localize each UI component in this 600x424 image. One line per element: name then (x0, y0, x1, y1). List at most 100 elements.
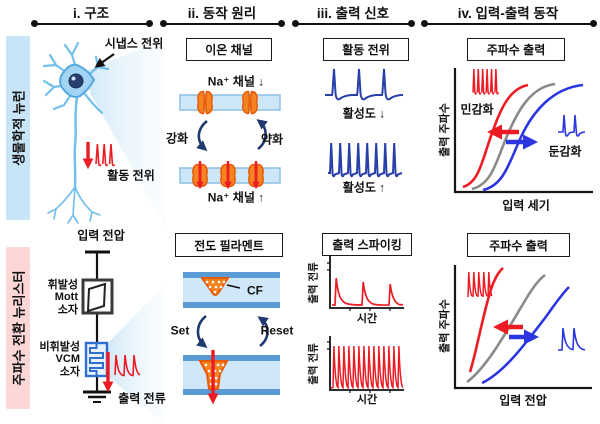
panel-bio-principle (179, 90, 281, 190)
graph-a-axes (327, 256, 404, 311)
graph-b-axes (327, 336, 404, 393)
freq-output-title-box-neuristor: 주파수 출력 (467, 233, 570, 257)
row-strip-neuristor (6, 247, 30, 409)
curve-gray (466, 273, 546, 384)
na-channel-up-label: Na⁺ 채널 ↑ (207, 190, 265, 205)
graph-b-xlabel: 시간 (356, 393, 378, 406)
panel-bio-io (453, 68, 593, 194)
header-line-1 (31, 20, 153, 28)
device-off-state (183, 272, 280, 308)
curve-blue (481, 286, 570, 385)
reset-arrow-icon (257, 316, 269, 348)
header-line-3 (292, 20, 415, 28)
nucleus-highlight (71, 76, 76, 81)
vcm-line-2: VCM (55, 353, 80, 366)
input-voltage-label: 입력 전압 (77, 228, 125, 243)
filament-title: 전도 필라멘트 (194, 238, 264, 253)
strengthen-arrow-icon (196, 119, 208, 152)
dense-output-trace (330, 345, 404, 390)
ion-channel-title-box: 이온 채널 (186, 38, 272, 61)
sigmoid-gray (471, 82, 556, 191)
bio-io-xlabel: 입력 세기 (502, 198, 550, 213)
sigmoid-blue (482, 83, 584, 192)
set-label: Set (170, 323, 190, 338)
row-label-neuristor: 주파수 전환 뉴리스터 (11, 270, 27, 386)
row-strip-bio (6, 36, 30, 220)
mott-device (81, 278, 114, 315)
sigmoid-red (462, 83, 529, 189)
na-channel-down-label: Na⁺ 채널 ↓ (207, 74, 265, 89)
graph-b-ylabel: 출력 전류 (307, 343, 320, 385)
dense-spike-trace (328, 142, 403, 178)
freq-output-title-bio: 주파수 출력 (486, 43, 546, 57)
set-arrow-icon (196, 314, 208, 348)
vcm-line-3: 소자 (59, 365, 80, 378)
highlight-beam (105, 285, 165, 424)
curve-red (468, 267, 504, 373)
mott-line-1: 휘발성 (47, 279, 78, 291)
neuron-nucleus (68, 73, 84, 89)
ion-channels-few (197, 90, 258, 115)
filament-dots (204, 363, 225, 386)
axes (453, 265, 592, 390)
vcm-device (84, 341, 109, 378)
ground-icon (83, 390, 111, 403)
filament-dots (205, 280, 226, 294)
panel-neuristor-io (453, 265, 592, 390)
graph-a-ylabel: 출력 전류 (307, 262, 320, 304)
vcm-line-1: 비휘발성 (39, 341, 80, 353)
output-spiking-title-box: 출력 스파이킹 (322, 233, 412, 256)
bio-io-ylabel: 출력 주파수 (439, 103, 451, 157)
desensitize-label: 둔감화 (548, 144, 582, 159)
cf-pointer-line (226, 284, 241, 289)
weaken-arrow-icon (256, 119, 268, 151)
neuristor-io-ylabel: 출력 주파수 (439, 299, 451, 353)
red-dense-spikes (472, 68, 500, 95)
panel-neuristor-principle (183, 272, 280, 405)
freq-output-title-box-bio: 주파수 출력 (467, 38, 565, 61)
neuron-axon (47, 95, 101, 224)
output-current-label: 출력 전류 (118, 391, 166, 406)
synapse-arrow-icon (94, 53, 115, 68)
action-potential-title-box: 활동 전위 (323, 38, 409, 61)
graph-a-xlabel: 시간 (356, 312, 378, 325)
header-col-principle: ii. 동작 원리 (187, 6, 257, 21)
sensitize-label: 민감화 (460, 102, 494, 117)
action-potential-spikes (95, 143, 116, 167)
neuristor-io-xlabel: 입력 전압 (499, 393, 547, 408)
membrane-top (179, 94, 281, 111)
action-potential-title: 활동 전위 (342, 43, 390, 57)
output-spiking-title: 출력 스파이킹 (332, 238, 402, 252)
filament-title-box: 전도 필라멘트 (175, 233, 283, 257)
ion-flow-arrows (196, 161, 260, 190)
output-current-spikes (114, 354, 141, 377)
reset-label: Reset (260, 323, 294, 338)
ion-channel-title: 이온 채널 (205, 43, 253, 57)
panel-neuristor-structure (81, 250, 165, 424)
mott-device-label: 휘발성 Mott 소자 (36, 279, 78, 316)
action-potential-label: 활동 전위 (107, 168, 155, 183)
activity-high-label: 활성도 ↑ (342, 180, 386, 195)
row-label-bio: 생물학적 뉴런 (11, 90, 27, 166)
freq-output-title-neuristor: 주파수 출력 (489, 238, 548, 253)
device-on-state (183, 350, 280, 405)
cf-label: CF (247, 283, 263, 298)
header-col-structure: i. 구조 (72, 6, 110, 21)
highlight-beam (86, 39, 165, 225)
ion-channels-many (192, 163, 264, 188)
synapse-potential-label: 시냅스 전위 (104, 36, 164, 51)
vcm-device-label: 비휘발성 VCM 소자 (30, 341, 80, 378)
blue-sparse-spikes (558, 327, 586, 351)
header-line-4 (421, 20, 597, 28)
sparse-output-trace (332, 277, 404, 306)
panel-bio-signal (325, 68, 403, 178)
mott-line-3: 소자 (57, 303, 78, 316)
activity-low-label: 활성도 ↓ (342, 106, 386, 121)
blue-sparse-spikes (558, 114, 586, 137)
circuit-wire (85, 250, 110, 392)
header-line-2 (160, 20, 285, 28)
mott-line-2: Mott (54, 291, 78, 304)
red-dense-spikes (467, 271, 493, 298)
weaken-label: 약화 (260, 132, 284, 147)
